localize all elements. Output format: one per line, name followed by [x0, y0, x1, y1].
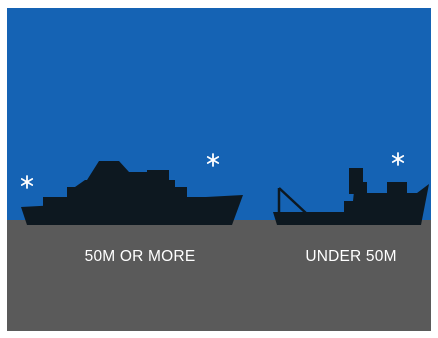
large-vessel-deckhouse-1: [67, 187, 187, 202]
small-vessel-label: UNDER 50M: [305, 248, 397, 265]
large-vessel-bridge: [87, 161, 151, 180]
small-vessel-wheelhouse: [349, 168, 363, 194]
large-vessel-label: 50M OR MORE: [84, 248, 196, 265]
small-vessel-mast-line: [278, 187, 308, 215]
sea: [7, 220, 431, 331]
large-vessel-superstructure: [147, 170, 169, 190]
large-vessel-masthead-light-icon: [206, 153, 220, 167]
diagram-canvas: [7, 8, 431, 331]
small-vessel: [273, 168, 429, 225]
large-vessel-stern-light-icon: [20, 175, 34, 189]
large-vessel: [21, 161, 243, 225]
navigation-lights: [20, 152, 405, 189]
small-vessel-hull: [273, 182, 429, 225]
small-vessel-masthead-light-icon: [391, 152, 405, 166]
vessel-lights-diagram: 50M OR MORE UNDER 50M: [7, 8, 431, 331]
